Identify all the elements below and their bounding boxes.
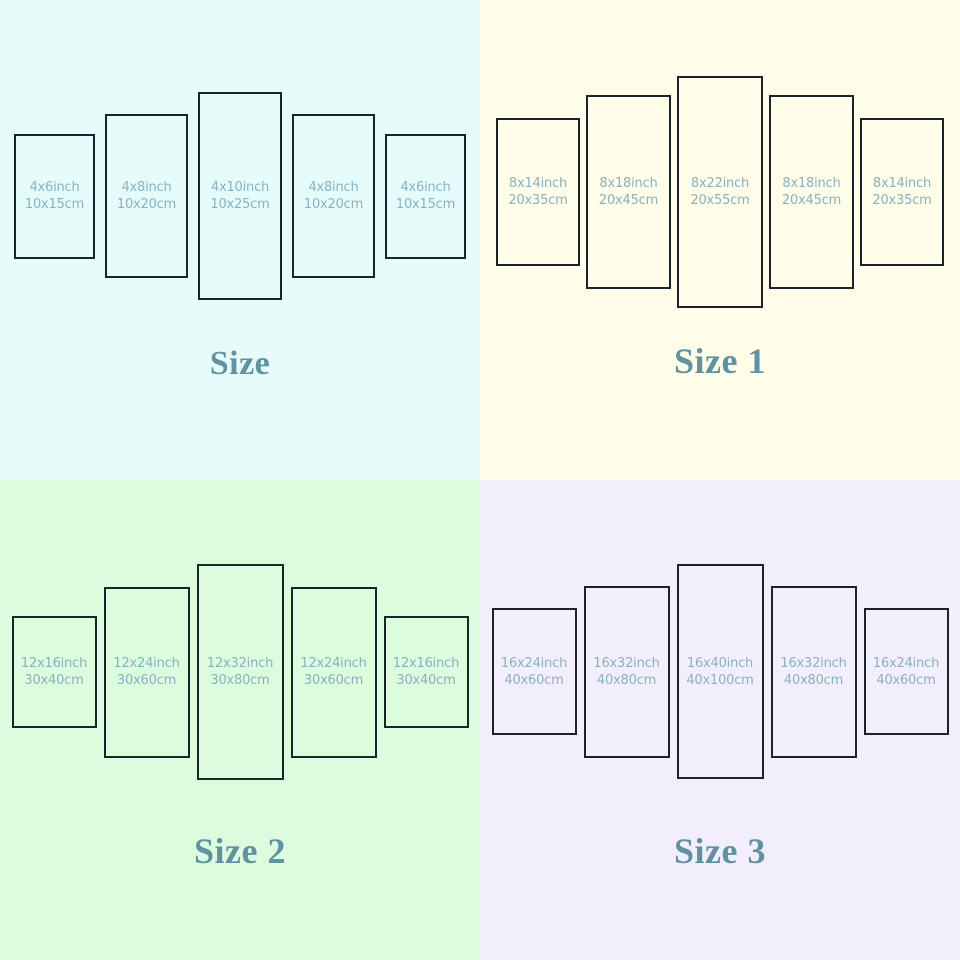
size-option-size-2[interactable]: 12x16inch 30x40cm 12x24inch 30x60cm 12x32inc… (0, 480, 480, 960)
panel-size-cm: 10x25cm (210, 197, 270, 212)
panel-size-inches: 16x40inch (686, 655, 754, 671)
canvas-panel: 8x22inch 20x55cm (677, 76, 763, 308)
panel-size-cm: 10x20cm (303, 197, 364, 212)
panel-size-cm: 30x60cm (303, 673, 364, 688)
canvas-panel: 12x24inch 30x60cm (290, 586, 377, 758)
panel-size-cm: 10x15cm (24, 197, 85, 212)
panel-size-label: 4x6inch 10x15cm (396, 179, 455, 213)
panel-size-label: 12x32inch 30x80cm (207, 655, 273, 689)
canvas-panel: 12x24inch 30x60cm (103, 586, 190, 758)
panel-size-cm: 40x60cm (504, 672, 564, 688)
size-option-title: Size 2 (194, 831, 286, 871)
panel-size-inches: 4x6inch (400, 180, 451, 195)
panel-size-label: 12x16inch 30x40cm (393, 655, 459, 689)
panel-size-cm: 30x40cm (396, 673, 456, 688)
canvas-panel: 12x16inch 30x40cm (11, 616, 97, 728)
size-option-title: Size (209, 345, 271, 382)
panel-size-cm: 40x60cm (876, 672, 936, 688)
panel-size-cm: 20x55cm (690, 193, 750, 208)
canvas-panel: 4x6inch 10x15cm (385, 133, 466, 259)
panel-size-cm: 20x45cm (781, 193, 842, 208)
panel-size-inches: 12x24inch (113, 656, 180, 671)
panel-size-inches: 12x16inch (20, 656, 88, 671)
panel-size-label: 4x8inch 10x20cm (304, 179, 363, 213)
canvas-panel: 8x14inch 20x35cm (496, 118, 580, 266)
panel-size-inches: 8x22inch (690, 176, 750, 191)
canvas-panel: 12x16inch 30x40cm (383, 616, 469, 728)
panel-size-label: 4x6inch 10x15cm (25, 179, 84, 213)
panel-size-cm: 40x100cm (686, 672, 754, 688)
panel-size-label: 12x16inch 30x40cm (21, 655, 87, 689)
panel-size-label: 4x8inch 10x20cm (117, 179, 176, 213)
panel-size-label: 4x10inch 10x25cm (210, 179, 269, 213)
panel-size-cm: 40x80cm (783, 672, 844, 688)
panel-size-inches: 4x10inch (210, 180, 270, 195)
panel-size-label: 8x14inch 20x35cm (508, 175, 567, 209)
panel-size-label: 8x14inch 20x35cm (872, 175, 931, 209)
canvas-panel-group: 4x6inch 10x15cm 4x8inch 10x20cm 4x10inch 10x2… (0, 88, 480, 304)
size-option-title: Size 1 (674, 341, 766, 381)
panel-size-label: 12x24inch 30x60cm (300, 655, 366, 689)
panel-size-label: 12x24inch 30x60cm (113, 655, 179, 689)
panel-size-inches: 8x14inch (508, 176, 568, 191)
panel-size-inches: 8x18inch (782, 176, 841, 191)
size-option-title: Size 3 (674, 831, 766, 871)
panel-size-inches: 16x24inch (500, 655, 568, 671)
panel-size-cm: 20x45cm (598, 193, 659, 208)
canvas-panel: 4x8inch 10x20cm (105, 114, 188, 278)
panel-size-inches: 12x32inch (206, 656, 274, 671)
panel-size-inches: 16x32inch (780, 655, 847, 671)
canvas-panel: 8x18inch 20x45cm (769, 95, 854, 289)
canvas-panel: 12x32inch 30x80cm (196, 564, 284, 780)
size-option-size[interactable]: 4x6inch 10x15cm 4x8inch 10x20cm 4x10inch 10x2… (0, 0, 480, 480)
panel-size-cm: 30x40cm (24, 673, 84, 688)
canvas-panel: 8x18inch 20x45cm (586, 95, 671, 289)
panel-size-cm: 40x80cm (596, 672, 657, 688)
canvas-panel: 4x6inch 10x15cm (14, 133, 95, 259)
canvas-panel-group: 12x16inch 30x40cm 12x24inch 30x60cm 12x32inc… (0, 560, 480, 784)
canvas-panel: 8x14inch 20x35cm (860, 118, 944, 266)
panel-size-inches: 12x24inch (300, 656, 367, 671)
panel-size-label: 8x18inch 20x45cm (599, 175, 658, 209)
panel-size-cm: 30x80cm (210, 673, 270, 688)
panel-size-inches: 4x8inch (308, 180, 359, 195)
panel-size-cm: 30x60cm (116, 673, 177, 688)
canvas-panel-group: 8x14inch 20x35cm 8x18inch 20x45cm 8x22inch 20… (480, 72, 960, 312)
panel-size-label: 8x22inch 20x55cm (690, 175, 749, 209)
panel-size-cm: 20x35cm (508, 193, 568, 208)
panel-size-inches: 4x6inch (29, 180, 80, 195)
panel-size-cm: 10x20cm (116, 197, 177, 212)
panel-size-inches: 8x18inch (599, 176, 658, 191)
size-option-size-1[interactable]: 8x14inch 20x35cm 8x18inch 20x45cm 8x22inch 20… (480, 0, 960, 480)
panel-size-inches: 12x16inch (392, 656, 460, 671)
panel-size-inches: 16x32inch (593, 655, 660, 671)
canvas-panel: 4x10inch 10x25cm (198, 92, 282, 300)
panel-size-inches: 4x8inch (121, 180, 172, 195)
panel-size-inches: 8x14inch (872, 176, 932, 191)
panel-size-cm: 20x35cm (872, 193, 932, 208)
canvas-panel: 4x8inch 10x20cm (292, 114, 375, 278)
panel-size-inches: 16x24inch (872, 655, 940, 671)
panel-size-cm: 10x15cm (395, 197, 456, 212)
panel-size-label: 8x18inch 20x45cm (782, 175, 841, 209)
